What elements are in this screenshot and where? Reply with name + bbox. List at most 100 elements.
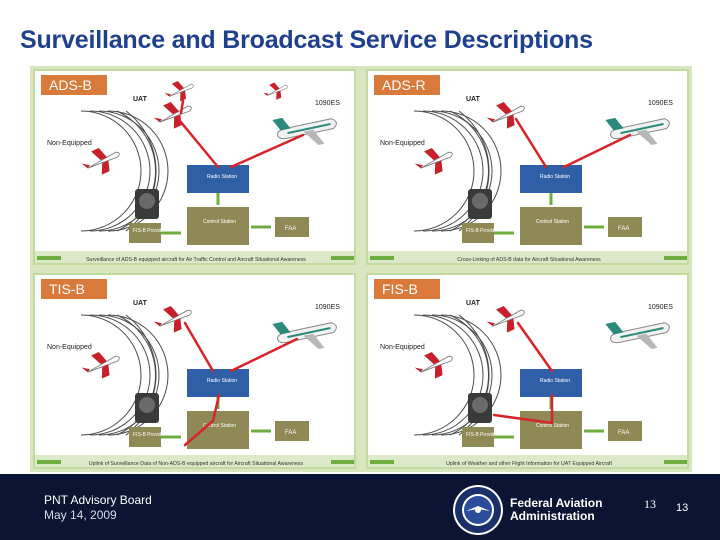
fisb-uat-aircraft-icon-wing-bottom — [506, 318, 515, 333]
fisb-1090es-aircraft-icon-stripe — [620, 327, 664, 339]
adsr-non-equipped-aircraft-icon-wing-top — [424, 147, 440, 161]
fisb-non-equipped-aircraft-icon-wing-bottom — [434, 364, 443, 379]
adsb-label-tab — [41, 75, 107, 95]
adsb-aircraft-3-icon-wing-bottom — [276, 90, 282, 100]
adsb-faa-box — [275, 217, 309, 237]
tisb-caption-bar — [35, 455, 354, 467]
tisb-radio-wave-2 — [98, 314, 160, 436]
adsr-link-arrow-0 — [514, 117, 548, 169]
adsr-radio-station-label: Radio Station — [540, 174, 570, 180]
adsb-uat-aircraft-2-icon-body — [169, 83, 194, 97]
adsr-uat-aircraft-icon-body — [492, 105, 525, 123]
tisb-non-equipped-aircraft-icon-body — [87, 355, 120, 373]
adsr-radio-wave-0 — [413, 110, 475, 232]
tisb-1090es-aircraft-icon — [272, 321, 337, 349]
fisb-radio-wave-4 — [449, 314, 489, 436]
adsb-faa-label: FAA — [285, 226, 296, 232]
adsr-1090es-aircraft-icon-tail — [605, 117, 624, 131]
tisb-radio-wave-0 — [80, 314, 142, 436]
tisb-1090es-aircraft-icon-tail — [272, 321, 291, 335]
fisb-1090es-aircraft-icon — [605, 321, 670, 349]
adsb-non-equipped-aircraft-icon — [81, 147, 120, 175]
adsr-uat-aircraft-icon-wing-bottom — [506, 114, 515, 129]
adsr-link-arrow-1 — [562, 133, 632, 169]
tisb-1090es-aircraft-icon-stripe — [287, 327, 331, 339]
adsb-non-equipped-label: Non-Equipped — [47, 140, 92, 147]
adsr-radio-station-box — [520, 165, 582, 193]
tisb-uat-label: UAT — [133, 300, 148, 307]
adsr-1090es-aircraft-icon-wing — [636, 129, 658, 145]
tisb-1090es-label: 1090ES — [315, 304, 340, 311]
adsr-uat-aircraft-icon — [486, 101, 525, 129]
adsr-label: ADS-R — [382, 77, 426, 93]
adsb-non-equipped-aircraft-icon-wing-bottom — [101, 160, 110, 175]
adsb-non-equipped-aircraft-icon-tail — [81, 163, 90, 169]
adsr-dish-face — [472, 193, 488, 209]
agency-name-line1: Federal Aviation — [510, 496, 603, 510]
adsb-uat-aircraft-icon-body — [159, 105, 192, 123]
fisb-non-equipped-aircraft-icon — [414, 351, 453, 379]
adsb-radio-station-label: Radio Station — [207, 174, 237, 180]
adsb-aircraft-3-icon-wing-top — [269, 82, 280, 91]
adsb-uat-aircraft-2-icon-wing-bottom — [180, 90, 187, 102]
fisb-dish-face — [472, 397, 488, 413]
fisb-label-tab — [374, 279, 440, 299]
adsb-control-station-box — [187, 207, 249, 245]
adsb-link-arrow-2 — [179, 99, 185, 115]
adsb-1090es-aircraft-icon-stripe — [287, 123, 331, 135]
tisb-1090es-aircraft-icon-wing — [303, 333, 325, 349]
adsb-label: ADS-B — [49, 77, 92, 93]
fisb-radio-wave-0 — [413, 314, 475, 436]
fisb-radio-station-box — [520, 369, 582, 397]
adsb-1090es-aircraft-icon-tail — [272, 117, 291, 131]
fisb-control-station-label: Control Station — [536, 423, 569, 429]
adsr-control-station-label: Control Station — [536, 219, 569, 225]
adsr-non-equipped-label: Non-Equipped — [380, 140, 425, 147]
adsr-radio-wave-2 — [431, 110, 493, 232]
page-number-small: 13 — [676, 502, 689, 514]
adsb-radio-wave-1 — [89, 110, 151, 232]
adsr-1090es-aircraft-icon — [605, 117, 670, 145]
adsb-uat-aircraft-icon-wing-bottom — [173, 114, 182, 129]
fisb-radio-wave-1 — [422, 314, 484, 436]
adsb-uat-aircraft-icon-wing-top — [163, 101, 179, 115]
adsb-caption: Surveillance of ADS-B equipped aircraft … — [86, 257, 306, 263]
tisb-link-arrow-0 — [183, 321, 215, 373]
fisb-faa-box — [608, 421, 642, 441]
adsb-dish-face — [139, 193, 155, 209]
tisb-control-station-box — [187, 411, 249, 449]
adsr-caption: Cross-Linking of ADS-B data for Aircraft… — [457, 257, 601, 263]
adsr-fisb-provider-box — [462, 223, 494, 243]
footer-date: May 14, 2009 — [44, 508, 117, 522]
adsr-1090es-label: 1090ES — [648, 100, 673, 107]
adsr-uat-aircraft-icon-tail — [486, 117, 495, 123]
adsr-control-station-box — [520, 207, 582, 245]
tisb-uat-aircraft-icon-body — [159, 309, 192, 327]
adsr-1090es-aircraft-icon-stripe — [620, 123, 664, 135]
tisb-radio-station-box — [187, 369, 249, 397]
agency-name-line2: Administration — [510, 509, 595, 523]
tisb-non-equipped-aircraft-icon-wing-bottom — [101, 364, 110, 379]
tisb-non-equipped-aircraft-icon-tail — [81, 367, 90, 373]
adsr-uat-aircraft-icon-wing-top — [496, 101, 512, 115]
fisb-uat-aircraft-icon — [486, 305, 525, 333]
adsr-uat-label: UAT — [466, 96, 481, 103]
tisb-uat-aircraft-icon-wing-top — [163, 305, 179, 319]
adsb-uat-aircraft-2-icon-tail — [164, 92, 172, 97]
fisb-uat-aircraft-icon-body — [492, 309, 525, 327]
fisb-non-equipped-aircraft-icon-tail — [414, 367, 423, 373]
adsb-link-arrow-1 — [229, 133, 305, 169]
adsb-1090es-aircraft-icon-wing — [303, 129, 325, 145]
fisb-1090es-aircraft-icon-wing — [636, 333, 658, 349]
tisb-radio-wave-1 — [89, 314, 151, 436]
tisb-non-equipped-label: Non-Equipped — [47, 344, 92, 351]
fisb-uat-aircraft-icon-tail — [486, 321, 495, 327]
fisb-non-equipped-label: Non-Equipped — [380, 344, 425, 351]
fisb-caption: Uplink of Weather and other Flight Infor… — [446, 461, 612, 467]
